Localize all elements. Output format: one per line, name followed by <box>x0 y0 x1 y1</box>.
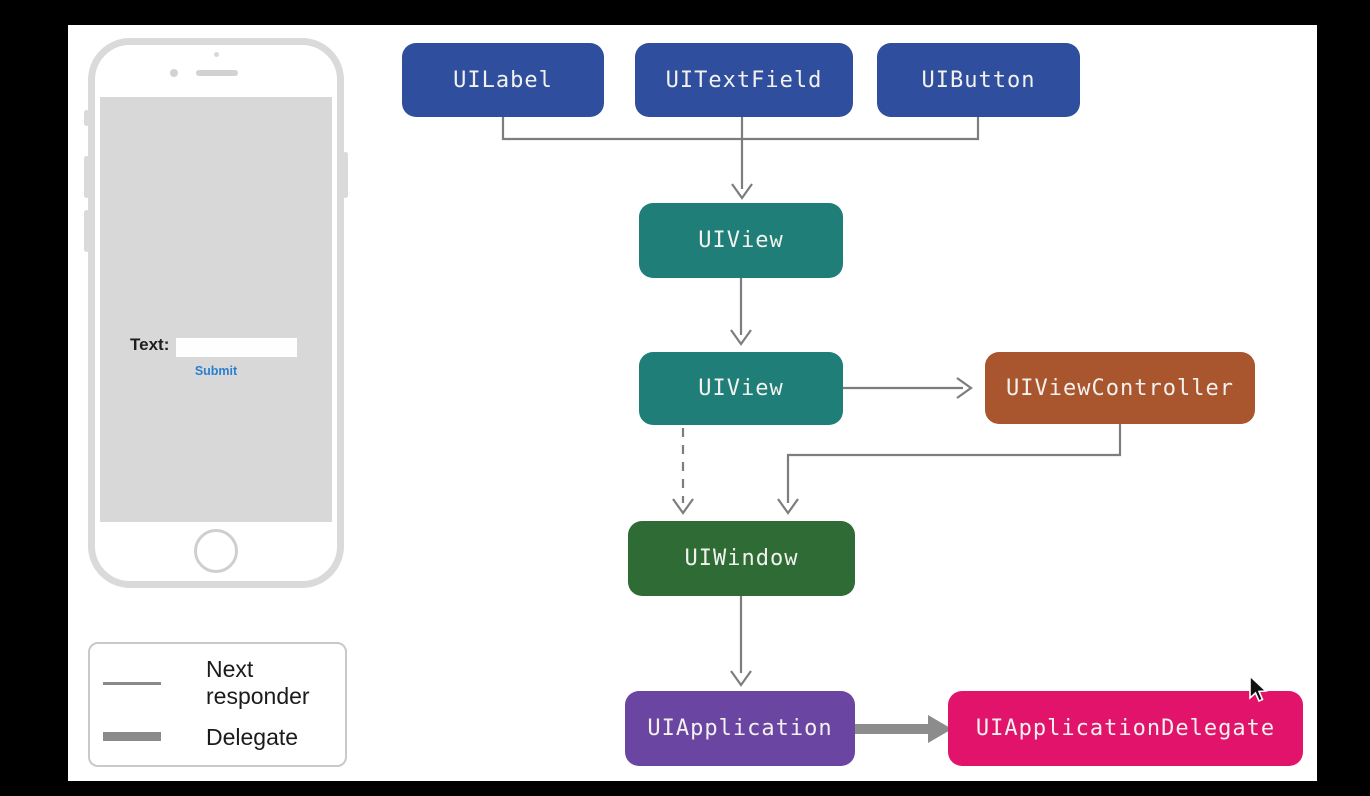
phone-volume-up-button <box>84 156 89 198</box>
node-uiapplication: UIApplication <box>625 691 855 766</box>
node-uiapplication-text: UIApplication <box>647 716 833 741</box>
text-field-label: Text: <box>130 335 170 354</box>
node-uilabel: UILabel <box>402 43 604 117</box>
legend-thick-line <box>103 732 161 741</box>
node-uiapplicationdelegate-text: UIApplicationDelegate <box>975 716 1276 741</box>
node-uiwindow-text: UIWindow <box>684 546 799 571</box>
phone-proximity-dot <box>214 52 219 57</box>
node-uilabel-text: UILabel <box>453 67 553 93</box>
phone-mute-switch <box>84 110 89 126</box>
node-uiview-2: UIView <box>639 352 843 425</box>
node-uiwindow: UIWindow <box>628 521 855 596</box>
phone-home-button <box>194 529 238 573</box>
submit-button[interactable]: Submit <box>184 364 248 378</box>
phone-screen <box>100 97 332 522</box>
phone-speaker <box>196 70 238 76</box>
mouse-cursor-icon <box>1249 674 1268 703</box>
node-uiviewcontroller: UIViewController <box>985 352 1255 424</box>
legend-label-next-responder: Next responder <box>206 656 310 709</box>
node-uiview-1: UIView <box>639 203 843 278</box>
phone-volume-down-button <box>84 210 89 252</box>
node-uitextfield-text: UITextField <box>665 67 823 93</box>
node-uitextfield: UITextField <box>635 43 853 117</box>
node-uibutton: UIButton <box>877 43 1080 117</box>
phone-camera-icon <box>170 69 178 77</box>
node-uibutton-text: UIButton <box>921 67 1036 93</box>
text-input[interactable] <box>176 338 297 357</box>
legend-label-delegate: Delegate <box>206 724 299 750</box>
node-uiapplicationdelegate: UIApplicationDelegate <box>948 691 1303 766</box>
node-uiview-1-text: UIView <box>698 228 784 253</box>
node-uiviewcontroller-text: UIViewController <box>1006 375 1234 401</box>
node-uiview-2-text: UIView <box>698 376 784 401</box>
legend-thin-line <box>103 682 161 685</box>
phone-power-button <box>343 152 348 198</box>
legend-box: Next responder Delegate <box>88 642 347 767</box>
